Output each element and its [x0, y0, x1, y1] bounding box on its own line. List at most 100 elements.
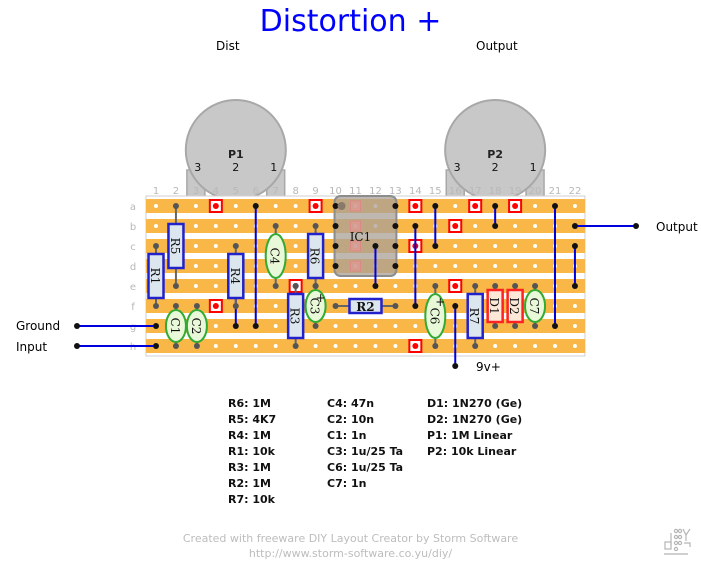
row-letter: b: [130, 222, 136, 233]
capacitor-c3-label: C3: [308, 298, 322, 315]
diode-d2-label: D2: [507, 297, 521, 314]
capacitor-c2: C2: [185, 309, 208, 343]
track-cut-dot: [412, 343, 419, 349]
jumper-end: [571, 283, 578, 289]
strip-hole: [193, 264, 198, 268]
wire-end: [153, 323, 159, 329]
strip-hole: [513, 264, 518, 268]
strip-hole: [373, 344, 378, 348]
output-label: Output: [656, 220, 698, 234]
strip-hole: [513, 224, 518, 228]
capacitor-c6-body: [424, 293, 447, 339]
resistor-r3: R3: [286, 292, 305, 340]
jumper-end: [432, 243, 439, 249]
resistor-r7: R7: [466, 292, 484, 340]
strip-hole: [553, 344, 557, 348]
jumper-end: [432, 203, 439, 209]
strip-hole: [293, 224, 298, 228]
column-number: 8: [292, 186, 298, 197]
jumper-end: [232, 323, 239, 329]
footer-url[interactable]: http://www.storm-software.co.yu/diy/: [248, 547, 453, 560]
capacitor-c3-body: [304, 289, 327, 323]
resistor-r6-label: R6: [308, 248, 322, 265]
ic-ic1: IC1: [332, 195, 399, 277]
bom-item: C4: 47n: [327, 397, 375, 410]
lead-end: [172, 303, 179, 309]
column-number: 14: [409, 186, 422, 197]
jumper-end: [252, 323, 259, 329]
bom-item: C1: 1n: [327, 429, 367, 442]
bom-item: R7: 10k: [228, 493, 275, 506]
jumper-end: [372, 283, 379, 289]
lead-end: [153, 303, 159, 309]
capacitor-c6: C6+: [424, 293, 447, 339]
pot-id-label: P2: [487, 148, 503, 161]
capacitor-c1-label: C1: [168, 318, 182, 335]
wire-end: [74, 323, 80, 329]
lead-end: [312, 223, 319, 229]
resistor-r6-body: [306, 232, 325, 280]
resistor-label: R2: [356, 300, 374, 314]
resistor-r5-label: R5: [168, 238, 182, 255]
strip-hole: [213, 284, 218, 288]
lead-end: [172, 283, 179, 289]
strip-hole: [333, 344, 338, 348]
pot-pin-label: 1: [530, 161, 537, 174]
diode-d2-body: [506, 288, 524, 324]
strip-hole: [533, 344, 538, 348]
capacitor-c3: C3+: [304, 289, 327, 323]
strip-hole: [293, 244, 298, 248]
strip-hole: [572, 344, 577, 348]
capacitor-c6-label: C6: [427, 308, 441, 325]
row-letter: a: [130, 202, 136, 213]
ic-pin: [332, 223, 339, 229]
strip-hole: [393, 284, 398, 288]
strip-hole: [533, 204, 538, 208]
column-number: 3: [193, 186, 199, 197]
ic-pin: [392, 203, 399, 209]
diy-logo-icon: [664, 528, 691, 555]
bom-item: R3: 1M: [228, 461, 271, 474]
pot-pin-label: 2: [232, 161, 239, 174]
strip-hole: [313, 344, 318, 348]
strip-hole: [493, 264, 498, 268]
strip-hole: [572, 304, 577, 308]
column-number: 12: [369, 186, 382, 197]
resistor-r4-body: [227, 252, 245, 300]
bom-item: P2: 10k Linear: [427, 445, 517, 458]
strip-hole: [333, 324, 338, 328]
strip-hole: [373, 324, 378, 328]
strip-hole: [213, 224, 218, 228]
strip-hole: [353, 324, 358, 328]
copper-strip-h: [146, 339, 585, 353]
strip-hole: [293, 204, 298, 208]
strip-hole: [253, 344, 258, 348]
jumper-end: [412, 223, 419, 229]
resistor-r3-body: [286, 292, 305, 340]
jumper-end: [412, 303, 419, 309]
column-number: 15: [429, 186, 442, 197]
ic-pin-pad: [350, 260, 361, 272]
capacitor-c1: C1: [164, 309, 187, 343]
column-number: 21: [549, 186, 562, 197]
strip-hole: [353, 344, 358, 348]
bom-item: C6: 1u/25 Ta: [327, 461, 404, 474]
ic-pin: [392, 243, 399, 249]
jumper-end: [552, 323, 558, 329]
bom-item: P1: 1M Linear: [427, 429, 513, 442]
column-number: 6: [253, 186, 259, 197]
track-cut-dot: [212, 303, 219, 309]
jumper-end: [571, 243, 578, 249]
bom-item: C7: 1n: [327, 477, 367, 490]
capacitor-c4-label: C4: [268, 248, 282, 265]
resistor-r5-body: [167, 222, 185, 270]
lead-end: [193, 343, 200, 349]
bom-item: D1: 1N270 (Ge): [427, 397, 523, 410]
strip-hole: [193, 244, 198, 248]
strip-hole: [493, 244, 498, 248]
capacitor-c2-body: [185, 309, 208, 343]
strip-hole: [273, 344, 278, 348]
lead-end: [172, 343, 179, 349]
track-cut-dot: [512, 203, 519, 209]
